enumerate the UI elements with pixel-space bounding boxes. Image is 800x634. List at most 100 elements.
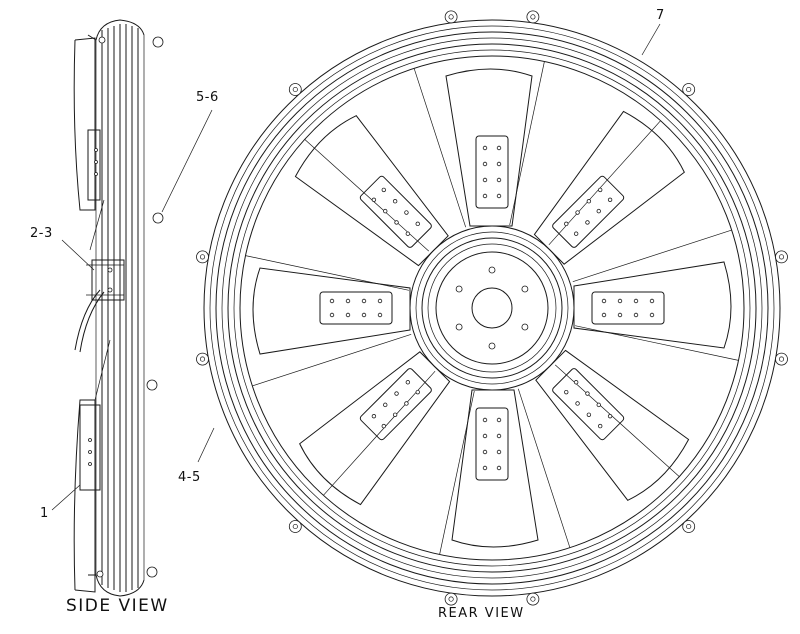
plate-hole bbox=[649, 298, 655, 304]
plate-hole bbox=[496, 161, 502, 167]
plate-hole bbox=[633, 298, 639, 304]
blade-outline bbox=[294, 115, 449, 267]
spokes bbox=[245, 61, 739, 555]
plate-hole bbox=[596, 208, 601, 214]
spoke bbox=[509, 61, 545, 225]
plate-hole bbox=[496, 145, 502, 151]
side-leaders bbox=[51, 109, 213, 511]
hub-bolt-hole bbox=[521, 285, 529, 293]
hub-bolt-hole bbox=[455, 285, 463, 293]
mounting-lug bbox=[682, 83, 696, 96]
mounting-lug bbox=[526, 10, 540, 24]
spoke bbox=[439, 391, 475, 555]
hub-ring bbox=[415, 231, 569, 385]
plate-hole bbox=[585, 220, 590, 225]
plate-hole bbox=[496, 433, 502, 439]
plate-hole bbox=[345, 298, 351, 304]
plate-hole bbox=[496, 417, 502, 423]
plate-hole bbox=[573, 231, 579, 236]
side-view-caption: SIDE VIEW bbox=[66, 596, 169, 616]
lug-bolt bbox=[778, 254, 785, 260]
plate-hole bbox=[649, 312, 655, 318]
blade-outline bbox=[573, 261, 732, 349]
plate-hole bbox=[329, 312, 335, 318]
plate-hole bbox=[607, 413, 613, 419]
plate-hole bbox=[575, 210, 580, 215]
blade-plate bbox=[319, 291, 393, 325]
mounting-lug bbox=[444, 592, 458, 606]
plate-hole bbox=[564, 389, 569, 395]
plate-hole bbox=[392, 199, 398, 204]
fan-blade bbox=[252, 267, 411, 355]
blade-plate bbox=[591, 291, 665, 325]
plate-hole bbox=[377, 298, 383, 304]
plate-hole bbox=[405, 380, 411, 385]
plate-hole bbox=[607, 197, 613, 203]
plate-hole bbox=[601, 298, 607, 304]
hub-bolt-hole bbox=[521, 323, 529, 331]
spoke bbox=[517, 388, 571, 548]
lug-bolt bbox=[530, 596, 536, 602]
plate-hole bbox=[573, 380, 579, 385]
callout-1: 1 bbox=[40, 506, 49, 521]
callout-5-6: 5-6 bbox=[196, 90, 219, 105]
lug-bolt bbox=[448, 14, 454, 20]
fan-blade bbox=[299, 351, 451, 506]
callout-2-3: 2-3 bbox=[30, 226, 53, 241]
lug-bolt bbox=[686, 86, 692, 93]
plate-hole bbox=[575, 401, 580, 406]
blade-outline bbox=[451, 389, 539, 548]
plate-hole bbox=[371, 197, 377, 203]
blade-outline bbox=[299, 351, 451, 506]
plate-hole bbox=[404, 210, 409, 215]
hub-ring bbox=[427, 243, 557, 373]
shroud-ring bbox=[203, 19, 781, 597]
mounting-lug bbox=[288, 83, 302, 96]
plate-hole bbox=[377, 312, 383, 318]
mounting-lug bbox=[288, 520, 302, 533]
mounting-lug bbox=[682, 520, 696, 533]
plate-hole bbox=[496, 449, 502, 455]
plate-hole bbox=[597, 423, 603, 429]
blade-outline bbox=[535, 349, 690, 501]
plate-hole bbox=[482, 177, 488, 183]
callout-4-5: 4-5 bbox=[178, 470, 201, 485]
plate-hole bbox=[496, 177, 502, 183]
plate-hole bbox=[596, 402, 601, 408]
plate-hole bbox=[394, 220, 399, 225]
fan-blade bbox=[535, 349, 690, 501]
leader-4-5 bbox=[197, 427, 215, 463]
plate-hole bbox=[617, 298, 623, 304]
plate-hole bbox=[482, 449, 488, 455]
shroud-ring bbox=[233, 49, 751, 567]
fan-blade bbox=[445, 68, 533, 227]
spoke bbox=[413, 68, 467, 228]
spoke bbox=[304, 139, 430, 252]
plate-hole bbox=[564, 221, 569, 227]
mounting-lug bbox=[775, 250, 788, 264]
lug-bolt bbox=[199, 356, 206, 362]
plate-hole bbox=[585, 391, 590, 396]
rear-view-caption: REAR VIEW bbox=[438, 606, 525, 621]
plate-hole bbox=[496, 193, 502, 199]
plate-hole bbox=[415, 389, 420, 395]
lug-bolt bbox=[778, 356, 785, 362]
fan-blades bbox=[252, 68, 732, 548]
hub-bolt-hole bbox=[488, 266, 496, 274]
plate-hole bbox=[496, 465, 502, 471]
blade-outline bbox=[445, 68, 533, 227]
blade-outline bbox=[252, 267, 411, 355]
blade-plate bbox=[359, 368, 432, 441]
fan-blade bbox=[294, 115, 449, 267]
plate-hole bbox=[371, 413, 377, 419]
lug-bolt bbox=[448, 596, 454, 602]
mounting-lug bbox=[196, 352, 209, 366]
plate-hole bbox=[392, 412, 398, 417]
plate-hole bbox=[383, 402, 388, 408]
plate-hole bbox=[482, 433, 488, 439]
plate-hole bbox=[482, 193, 488, 199]
plate-hole bbox=[597, 187, 603, 193]
